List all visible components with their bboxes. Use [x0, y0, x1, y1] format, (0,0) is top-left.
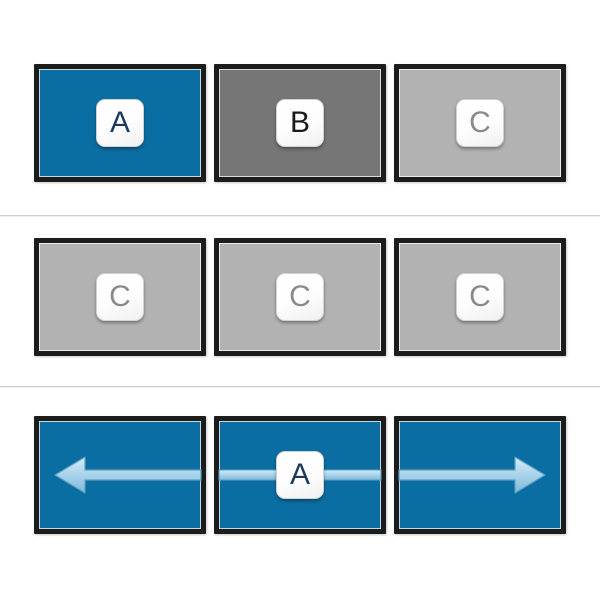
- row-divider-1: [0, 215, 600, 216]
- keycap-label: C: [469, 280, 491, 313]
- keycap-label: C: [469, 106, 491, 139]
- panel-2-2[interactable]: C: [214, 238, 386, 356]
- panel-2-3[interactable]: C: [394, 238, 566, 356]
- panel-row-2: C C C: [34, 238, 566, 356]
- panel-1-2[interactable]: B: [214, 64, 386, 182]
- arrow-left-icon: [54, 456, 202, 494]
- arrow-stub-right-icon: [318, 469, 382, 481]
- keycap-a[interactable]: A: [276, 451, 324, 499]
- panel-row-3: A: [34, 416, 566, 534]
- arrow-right-icon: [398, 456, 546, 494]
- panel-2-1[interactable]: C: [34, 238, 206, 356]
- keycap-label: A: [109, 106, 130, 139]
- keycap-label: C: [289, 280, 311, 313]
- keycap-c[interactable]: C: [96, 273, 144, 321]
- panel-1-3[interactable]: C: [394, 64, 566, 182]
- panel-3-3[interactable]: [394, 416, 566, 534]
- keycap-label: A: [289, 458, 310, 491]
- arrow-stub-left-icon: [218, 469, 282, 481]
- keycap-c[interactable]: C: [276, 273, 324, 321]
- keycap-label: B: [289, 106, 310, 139]
- panel-1-1[interactable]: A: [34, 64, 206, 182]
- keycap-b[interactable]: B: [276, 99, 324, 147]
- panel-3-1[interactable]: [34, 416, 206, 534]
- keycap-c[interactable]: C: [456, 273, 504, 321]
- panel-row-1: A B C: [34, 64, 566, 182]
- panel-3-2[interactable]: A: [214, 416, 386, 534]
- keycap-c[interactable]: C: [456, 99, 504, 147]
- row-divider-2: [0, 386, 600, 387]
- keycap-label: C: [109, 280, 131, 313]
- keycap-a[interactable]: A: [96, 99, 144, 147]
